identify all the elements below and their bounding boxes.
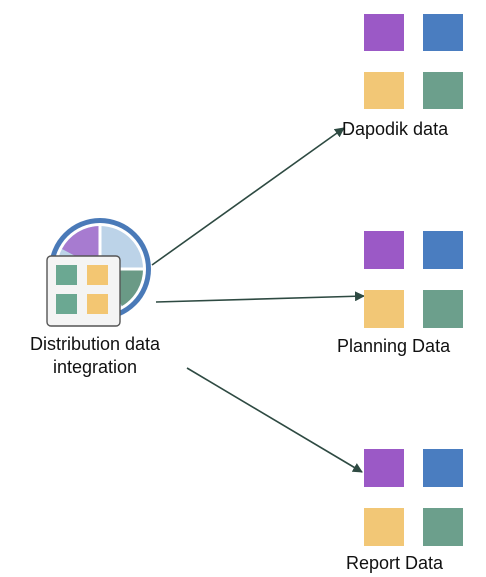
source-label-line2: integration — [52, 357, 138, 377]
source-label-line1: Distribution data — [29, 334, 161, 354]
arrow-to-dapodik — [151, 127, 345, 266]
dapodik-data-label: Dapodik data — [342, 119, 449, 139]
four-color-grid-icon[interactable] — [364, 449, 463, 546]
report-data-label: Report Data — [346, 553, 444, 573]
arrow-to-report — [186, 367, 363, 473]
four-color-grid-icon[interactable] — [364, 14, 463, 109]
arrow-to-planning — [155, 291, 365, 303]
planning-data-label: Planning Data — [337, 336, 451, 356]
source-node-label: Distribution data integration — [0, 333, 190, 379]
four-color-grid-icon[interactable] — [364, 231, 463, 328]
pie-chart-with-grid-icon[interactable] — [46, 218, 151, 327]
